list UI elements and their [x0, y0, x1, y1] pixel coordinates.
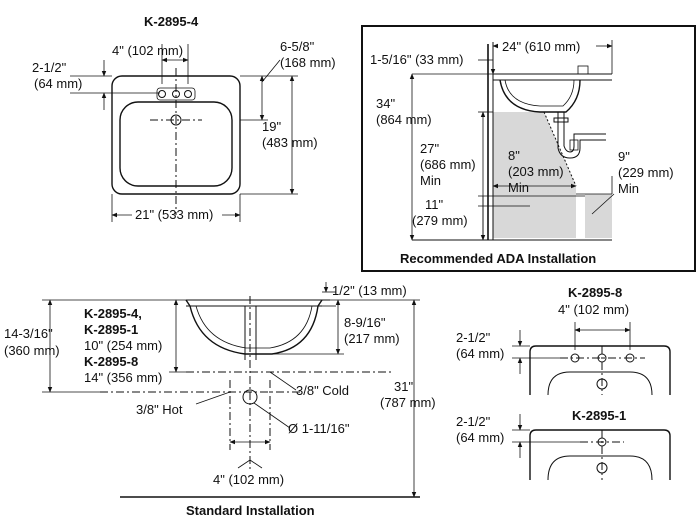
plan-depth-mm: (483 mm)	[262, 135, 318, 150]
ada-knee-height-in: 27"	[420, 141, 439, 156]
std-model-c: K-2895-8	[84, 354, 138, 369]
ada-rim-height-mm: (864 mm)	[376, 112, 432, 127]
std-drain-circle	[242, 389, 258, 405]
plan-drain-offset-mm: (168 mm)	[280, 55, 336, 70]
v1-model-label: K-2895-1	[572, 408, 626, 423]
ada-knee-depth-mm: (203 mm)	[508, 164, 564, 179]
ada-projection: 24" (610 mm)	[502, 39, 580, 54]
plan-hole-offset-mm: (64 mm)	[34, 76, 82, 91]
std-tail-c: 14" (356 mm)	[84, 370, 162, 385]
std-bowl-depth-in: 8-9/16"	[344, 315, 386, 330]
ada-toe-height-mm: (279 mm)	[412, 213, 468, 228]
std-hot-label: 3/8" Hot	[136, 402, 183, 417]
v1-hole-offset-in: 2-1/2"	[456, 414, 491, 429]
std-supply-spacing: 4" (102 mm)	[213, 472, 284, 487]
ada-rim-height-in: 34"	[376, 96, 395, 111]
ada-rim-thickness: 1-5/16" (33 mm)	[370, 52, 463, 67]
std-supply-height-mm: (360 mm)	[4, 343, 60, 358]
plan-faucet-hole-right	[184, 90, 192, 98]
variant-k2895-1: K-2895-1 2-1/2" (64 mm)	[456, 408, 671, 481]
ada-installation: 1-5/16" (33 mm) 24" (610 mm) 34" (864 mm…	[361, 25, 696, 272]
v8-sink-top	[529, 345, 671, 395]
ada-frame	[361, 25, 696, 272]
plan-view-k2895-4: K-2895-4 4" (102 mm) 2-1/2" (64 mm) 6-5/…	[32, 14, 336, 222]
v8-hole-offset-mm: (64 mm)	[456, 346, 504, 361]
ada-knee-height-mm: (686 mm)	[420, 157, 476, 172]
ada-title: Recommended ADA Installation	[400, 251, 596, 266]
plan-model-label: K-2895-4	[144, 14, 199, 29]
plan-depth-in: 19"	[262, 119, 281, 134]
std-cold-label: 3/8" Cold	[296, 383, 349, 398]
std-drain-dia: Ø 1-11/16"	[288, 421, 350, 436]
std-tail-a: 10" (254 mm)	[84, 338, 162, 353]
ada-knee-height-min: Min	[420, 173, 441, 188]
ada-toe-depth-mm: (229 mm)	[618, 165, 674, 180]
ada-toe-depth-min: Min	[618, 181, 639, 196]
plan-hole-offset-in: 2-1/2"	[32, 60, 67, 75]
ada-sink-bowl	[499, 79, 581, 113]
standard-installation: 1/2" (13 mm) 8-9/16" (217 mm) 14-3/16" (…	[4, 282, 436, 518]
ada-knee-depth-in: 8"	[508, 148, 520, 163]
std-title: Standard Installation	[186, 503, 315, 518]
plan-drain-offset-in: 6-5/8"	[280, 39, 315, 54]
v8-model-label: K-2895-8	[568, 285, 622, 300]
std-rim-thickness: 1/2" (13 mm)	[332, 283, 407, 298]
std-floor-height-in: 31"	[394, 379, 413, 394]
plan-hole-spacing-label: 4" (102 mm)	[112, 43, 183, 58]
v1-hole-offset-mm: (64 mm)	[456, 430, 504, 445]
std-supply-height-in: 14-3/16"	[4, 326, 53, 341]
std-bowl-depth-mm: (217 mm)	[344, 331, 400, 346]
plan-faucet-hole-left	[158, 90, 166, 98]
variant-k2895-8: K-2895-8 4" (102 mm) 2-1/2" (64 mm)	[456, 285, 671, 396]
v1-sink-top	[529, 429, 671, 480]
ada-knee-depth-min: Min	[508, 180, 529, 195]
std-models-a: K-2895-4,	[84, 306, 142, 321]
ada-toe-height-in: 11"	[425, 197, 443, 212]
v8-hole-offset-in: 2-1/2"	[456, 330, 491, 345]
ada-toe-depth-in: 9"	[618, 149, 630, 164]
plan-width-label: 21" (533 mm)	[135, 207, 213, 222]
std-models-b: K-2895-1	[84, 322, 138, 337]
std-floor-height-mm: (787 mm)	[380, 395, 436, 410]
v8-hole-spacing: 4" (102 mm)	[558, 302, 629, 317]
